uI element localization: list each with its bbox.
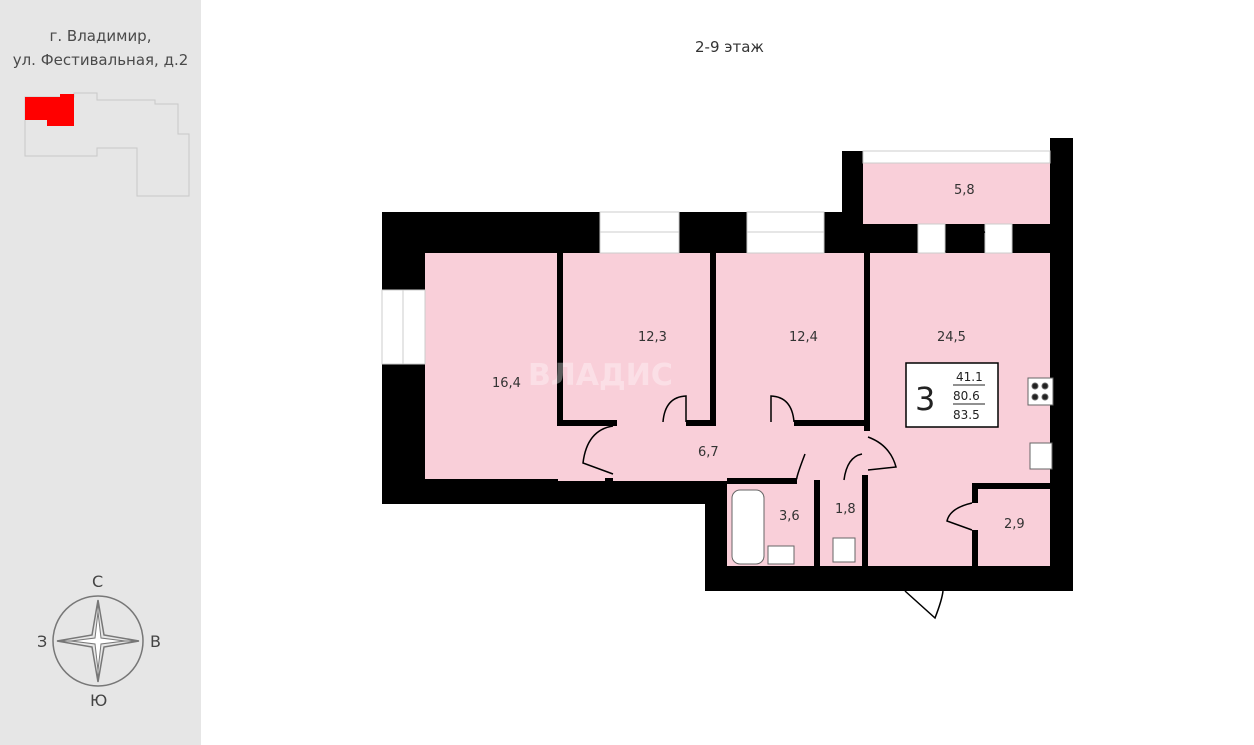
stove-icon xyxy=(1027,377,1054,406)
address-city: г. Владимир, xyxy=(49,27,152,45)
address: г. Владимир, ул. Фестивальная, д.2 xyxy=(0,24,201,72)
building-minimap xyxy=(24,92,190,197)
total-with-balcony: 83.5 xyxy=(953,408,980,422)
area-balcony: 5,8 xyxy=(954,183,975,198)
sidebar xyxy=(0,0,201,745)
kitchen-sink-icon xyxy=(1029,442,1053,470)
bathtub-icon xyxy=(731,489,765,565)
doors xyxy=(582,231,986,620)
compass-east: В xyxy=(150,632,161,651)
area-summary: 3 41.1 80.6 83.5 xyxy=(905,362,999,428)
area-bedroom-1: 12,3 xyxy=(638,330,667,345)
toilet-icon xyxy=(832,537,856,563)
area-living-1: 16,4 xyxy=(492,376,521,391)
watermark: ВЛАДИС xyxy=(528,358,673,393)
apartment-highlight xyxy=(25,94,74,126)
room-storage xyxy=(975,487,1050,566)
area-toilet: 1,8 xyxy=(835,502,856,517)
compass-north: С xyxy=(92,572,103,591)
area-storage: 2,9 xyxy=(1004,517,1025,532)
compass-south: Ю xyxy=(90,691,107,710)
living-area: 41.1 xyxy=(956,370,983,384)
room-bedroom-2 xyxy=(713,253,865,423)
room-hall xyxy=(558,423,865,481)
fixtures xyxy=(731,377,1054,565)
room-balcony xyxy=(863,163,1050,224)
room-bedroom-1 xyxy=(558,253,713,423)
floor-label: 2-9 этаж xyxy=(695,38,764,56)
room-corridor xyxy=(865,481,975,566)
area-kitchen-living: 24,5 xyxy=(937,330,966,345)
area-hall: 6,7 xyxy=(698,445,719,460)
rooms-count: 3 xyxy=(915,380,935,418)
windows xyxy=(381,150,1051,365)
compass: С Ю З В xyxy=(37,572,161,710)
rooms xyxy=(425,163,1050,566)
compass-west: З xyxy=(37,632,47,651)
area-bedroom-2: 12,4 xyxy=(789,330,818,345)
room-living-1 xyxy=(425,253,558,479)
sink-icon xyxy=(767,545,795,565)
area-bathroom: 3,6 xyxy=(779,509,800,524)
interior-walls xyxy=(557,253,1050,566)
address-street: ул. Фестивальная, д.2 xyxy=(12,51,189,69)
total-area: 80.6 xyxy=(953,389,980,403)
